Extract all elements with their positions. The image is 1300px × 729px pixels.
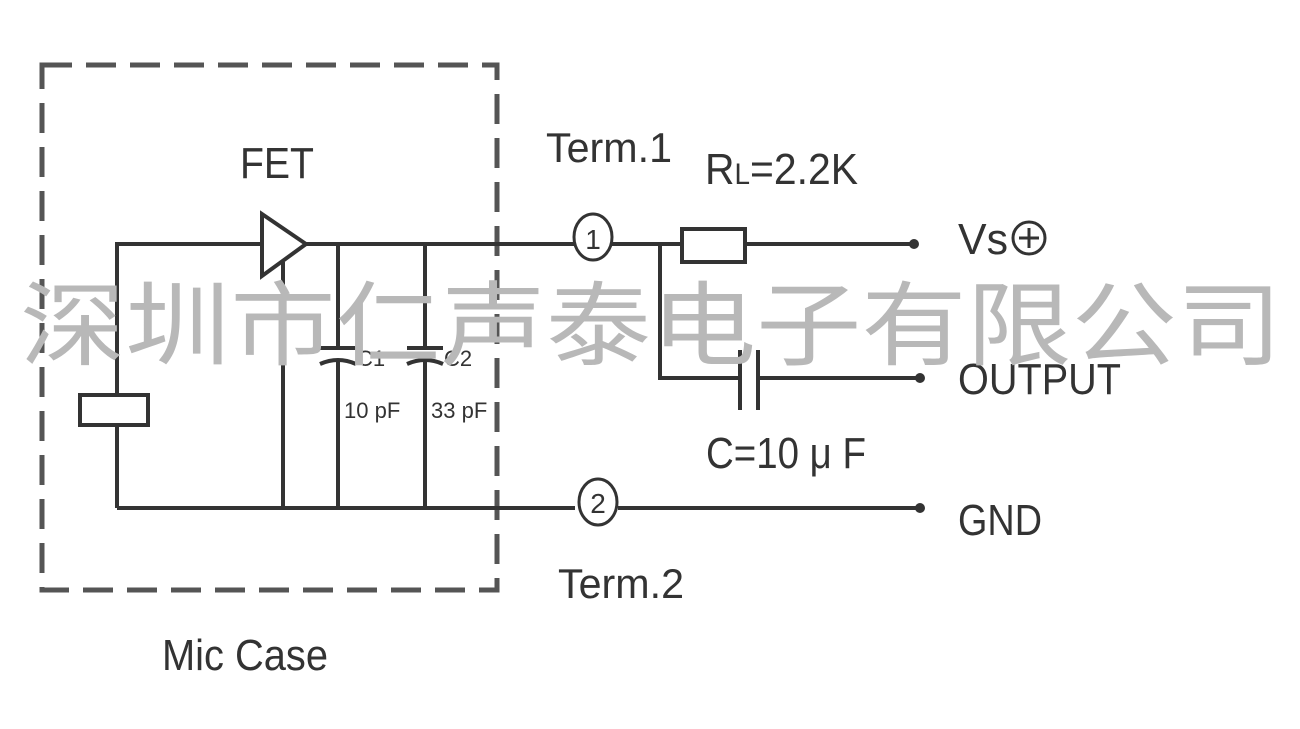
capacitor-c2 (406, 346, 444, 366)
term1-label: Term.1 (546, 124, 672, 171)
output-capacitor (738, 350, 760, 410)
wire-electret-top (115, 242, 262, 395)
gnd-terminal-dot (915, 503, 925, 513)
mic-case-outline (39, 62, 500, 593)
electret-element (78, 393, 150, 427)
wire-node-cap (658, 244, 740, 380)
fet-symbol (260, 210, 310, 280)
vs-terminal-dot (909, 239, 919, 249)
terminal-1 (572, 212, 614, 262)
plus-circle-icon (1011, 220, 1047, 256)
company-watermark: 深圳市仁声泰电子有限公司 (20, 273, 1282, 380)
fet-label: FET (240, 139, 314, 188)
vs-label: Vs (958, 215, 1008, 264)
c2-value-label: 33 pF (431, 398, 487, 423)
rl-label: RL=2.2K (705, 145, 858, 194)
rl-value: =2.2K (750, 145, 858, 194)
mic-case-label: Mic Case (162, 631, 328, 680)
c2-name-label: C2 (444, 346, 472, 371)
terminal-1-number: 1 (585, 224, 601, 255)
terminal-2-number: 2 (590, 488, 606, 519)
output-capacitor-label: C=10 μ F (706, 429, 866, 478)
capacitor-c1 (319, 346, 357, 366)
term2-label: Term.2 (558, 560, 684, 607)
c1-name-label: C1 (357, 346, 385, 371)
output-terminal-dot (915, 373, 925, 383)
c1-value-label: 10 pF (344, 398, 400, 423)
rl-prefix: R (705, 145, 735, 194)
gnd-label: GND (958, 496, 1042, 545)
load-resistor (680, 227, 747, 264)
rl-subscript: L (735, 158, 751, 191)
output-label: OUTPUT (958, 355, 1121, 404)
terminal-2 (577, 477, 619, 527)
wires (115, 242, 918, 510)
